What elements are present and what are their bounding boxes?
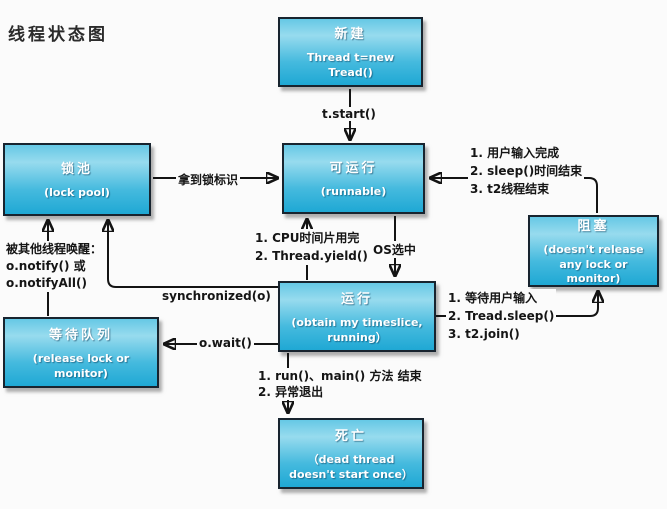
node-runnable-title: 可运行 xyxy=(329,161,378,177)
page-title: 线程状态图 xyxy=(8,25,108,45)
label-running-to-runnable: 1. CPU时间片用完 2. Thread.yield() xyxy=(253,229,370,265)
node-wait-queue-subtitle: (release lock or monitor) xyxy=(32,351,130,380)
label-line: 1. 等待用户输入 xyxy=(448,291,538,305)
label-line: o.notify() 或 xyxy=(6,259,86,273)
node-lock-pool-subtitle: (lock pool) xyxy=(44,186,110,200)
label-line: 2. Tread.sleep() xyxy=(448,309,555,323)
node-dead-subtitle: （dead thread doesn't start once） xyxy=(289,452,413,481)
node-new-title: 新建 xyxy=(334,27,367,43)
label-line: o.notifyAll() xyxy=(6,276,87,290)
arrow-running-to-lockpool xyxy=(108,219,278,288)
node-new-subtitle: Thread t=new Tread() xyxy=(306,51,395,79)
node-blocked-title: 阻塞 xyxy=(577,218,610,234)
arrow-blocked-to-runnable xyxy=(429,178,598,213)
label-line: 2. Thread.yield() xyxy=(255,249,368,263)
label-line: 3. t2.join() xyxy=(448,327,520,341)
node-new: 新建 Thread t=new Tread() xyxy=(278,17,423,87)
label-line: 3. t2线程结束 xyxy=(470,182,550,196)
node-wait-queue-title: 等待队列 xyxy=(48,327,113,343)
node-lock-pool-title: 锁池 xyxy=(60,162,93,178)
label-line: 被其他线程唤醒： xyxy=(6,242,103,256)
label-line: 1. CPU时间片用完 xyxy=(255,231,360,245)
label-line: 1. run()、main() 方法 结束 xyxy=(258,369,422,383)
node-blocked: 阻塞 (doesn't release any lock or monitor) xyxy=(528,215,659,287)
label-synchronized: synchronized(o) xyxy=(162,289,271,303)
label-running-to-dead: 1. run()、main() 方法 结束 2. 异常退出 xyxy=(256,368,424,400)
node-running: 运行 (obtain my timeslice, running） xyxy=(278,281,436,352)
label-line: 1. 用户输入完成 xyxy=(470,146,560,160)
node-dead-title: 死亡 xyxy=(334,428,367,444)
node-lock-pool: 锁池 (lock pool) xyxy=(3,143,151,216)
node-running-subtitle: (obtain my timeslice, running） xyxy=(291,315,423,344)
node-blocked-subtitle: (doesn't release any lock or monitor) xyxy=(543,242,644,286)
label-line: 2. 异常退出 xyxy=(258,385,324,399)
node-runnable-subtitle: (runnable) xyxy=(320,185,387,199)
label-acquire-lock: 拿到锁标识 xyxy=(176,171,241,188)
node-runnable: 可运行 (runnable) xyxy=(282,143,425,214)
label-running-to-blocked: 1. 等待用户输入 2. Tread.sleep() 3. t2.join() xyxy=(446,289,557,343)
label-t-start: t.start() xyxy=(320,107,378,121)
node-running-title: 运行 xyxy=(340,291,373,307)
node-wait-queue: 等待队列 (release lock or monitor) xyxy=(3,317,159,388)
label-blocked-to-runnable: 1. 用户输入完成 2. sleep()时间结束 3. t2线程结束 xyxy=(468,144,585,198)
label-line: 2. sleep()时间结束 xyxy=(470,164,583,178)
arrow-running-to-blocked xyxy=(436,290,598,317)
label-os-selected: OS选中 xyxy=(371,241,418,258)
node-dead: 死亡 （dead thread doesn't start once） xyxy=(278,418,424,489)
label-wake-up: 被其他线程唤醒： o.notify() 或 o.notifyAll() xyxy=(4,241,105,292)
label-o-wait: o.wait() xyxy=(197,336,254,350)
